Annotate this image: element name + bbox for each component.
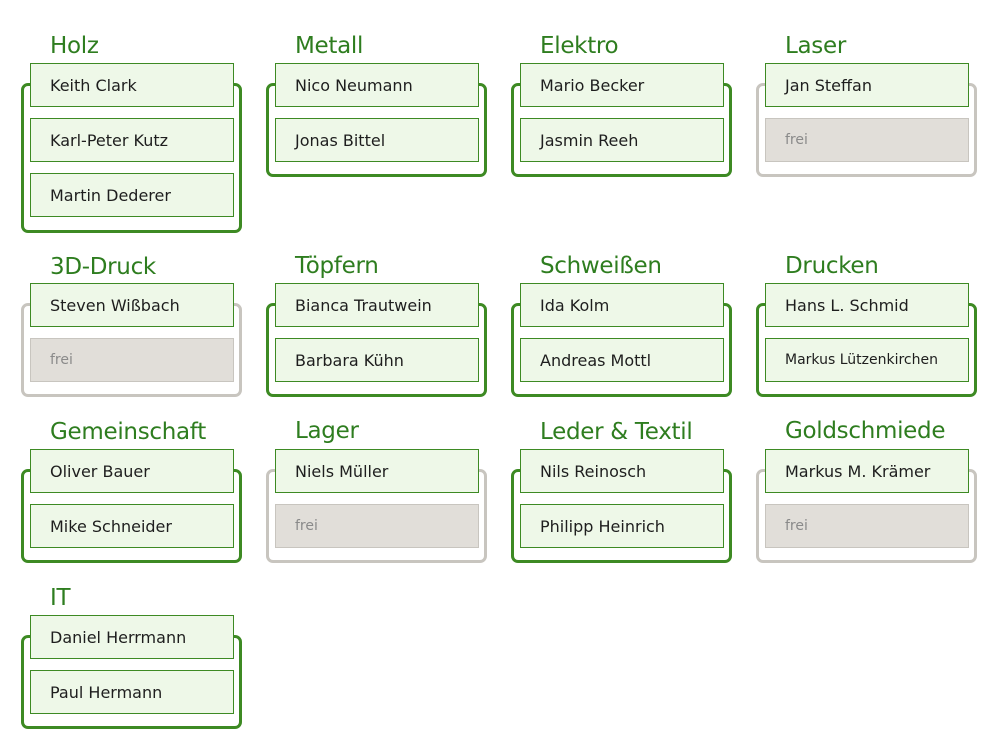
member-slot: Jasmin Reeh (520, 118, 724, 162)
member-slot: Paul Hermann (30, 670, 234, 714)
group-title: Gemeinschaft (50, 419, 206, 445)
free-slot: frei (275, 504, 479, 548)
member-slot: Ida Kolm (520, 283, 724, 327)
member-slot: Philipp Heinrich (520, 504, 724, 548)
group-title: 3D-Druck (50, 254, 156, 280)
member-slot: Hans L. Schmid (765, 283, 969, 327)
group-title: Schweißen (540, 253, 662, 279)
member-slot: Keith Clark (30, 63, 234, 107)
member-slot: Mario Becker (520, 63, 724, 107)
member-slot: Steven Wißbach (30, 283, 234, 327)
free-slot: frei (765, 504, 969, 548)
group-title: Töpfern (295, 253, 379, 279)
group-title: Elektro (540, 33, 619, 59)
member-slot: Jonas Bittel (275, 118, 479, 162)
member-slot: Martin Dederer (30, 173, 234, 217)
group-title: Lager (295, 418, 359, 444)
group-title: Metall (295, 33, 364, 59)
member-slot: Oliver Bauer (30, 449, 234, 493)
group-title: IT (50, 585, 71, 611)
group-title: Goldschmiede (785, 418, 946, 444)
group-title: Drucken (785, 253, 879, 279)
member-slot: Jan Steffan (765, 63, 969, 107)
free-slot: frei (765, 118, 969, 162)
member-slot: Nils Reinosch (520, 449, 724, 493)
member-slot: Barbara Kühn (275, 338, 479, 382)
member-slot: Daniel Herrmann (30, 615, 234, 659)
member-slot: Niels Müller (275, 449, 479, 493)
member-slot: Markus Lützenkirchen (765, 338, 969, 382)
group-title: Holz (50, 33, 99, 59)
member-slot: Mike Schneider (30, 504, 234, 548)
group-title: Laser (785, 33, 846, 59)
member-slot: Nico Neumann (275, 63, 479, 107)
group-title: Leder & Textil (540, 419, 693, 445)
member-slot: Andreas Mottl (520, 338, 724, 382)
member-slot: Bianca Trautwein (275, 283, 479, 327)
free-slot: frei (30, 338, 234, 382)
member-slot: Karl-Peter Kutz (30, 118, 234, 162)
member-slot: Markus M. Krämer (765, 449, 969, 493)
